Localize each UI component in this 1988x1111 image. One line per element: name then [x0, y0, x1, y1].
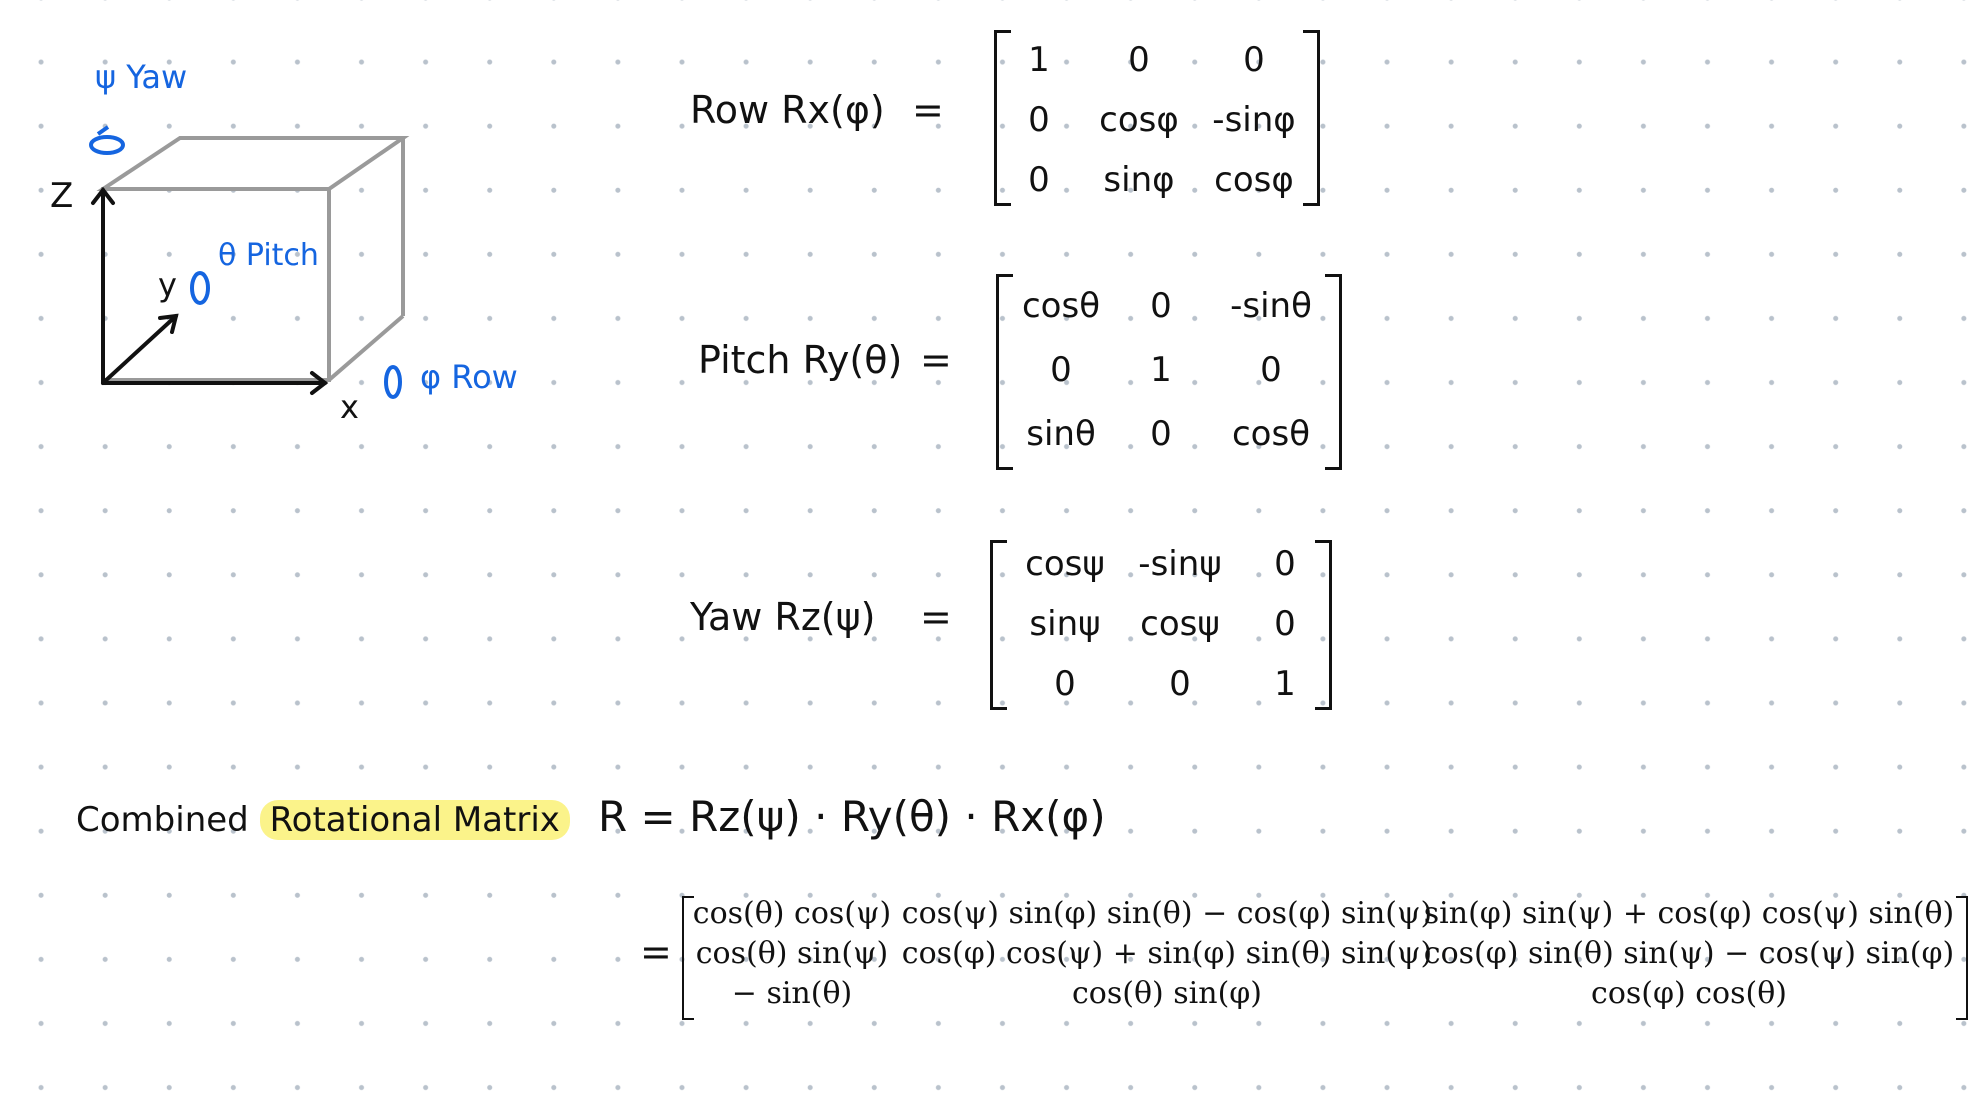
matrix-cell: cosθ [1231, 414, 1311, 454]
matrix-cell: 1 [1150, 350, 1172, 390]
x-axis-label: x [340, 388, 359, 426]
matrix-cell: sinθ [1026, 414, 1096, 454]
matrix-cell: cosψ [1140, 604, 1220, 644]
matrix-cell: cos(ψ) sin(φ) sin(θ) − cos(φ) sin(ψ) [901, 896, 1433, 931]
roll-matrix: 1 0 0 0 cosφ -sinφ 0 sinφ cosφ [994, 30, 1320, 206]
combined-formula: R = Rz(ψ) · Ry(θ) · Rx(φ) [598, 792, 1106, 841]
yaw-matrix-label: Yaw Rz(ψ) [690, 595, 876, 639]
matrix-cell: 0 [1260, 350, 1282, 390]
roll-axis-label: φ Row [420, 358, 518, 396]
matrix-cell: cos(φ) cos(ψ) + sin(φ) sin(θ) sin(ψ) [901, 936, 1433, 971]
right-bracket [1956, 896, 1968, 1020]
yaw-rotation-icon [89, 135, 125, 155]
combined-label-prefix: Combined [76, 800, 249, 840]
matrix-cell: 0 [1243, 40, 1265, 80]
y-axis-label: y [158, 266, 177, 304]
matrix-cell: cosφ [1099, 100, 1179, 140]
highlighted-label: Rotational Matrix [259, 800, 570, 840]
matrix-cell: cos(φ) sin(θ) sin(ψ) − cos(ψ) sin(φ) [1423, 936, 1955, 971]
matrix-cell: 0 [1150, 286, 1172, 326]
matrix-cell: sinψ [1029, 604, 1101, 644]
matrix-cell: cosψ [1025, 544, 1105, 584]
pitch-axis-label: θ Pitch [218, 238, 319, 273]
matrix-cell: 0 [1274, 544, 1296, 584]
matrix-cell: sin(φ) sin(ψ) + cos(φ) cos(ψ) sin(θ) [1423, 896, 1955, 931]
rotation-indicators [89, 125, 402, 399]
matrix-cell: cos(θ) sin(φ) [1072, 976, 1262, 1011]
left-bracket [990, 540, 1007, 710]
matrix-cell: 0 [1169, 664, 1191, 704]
matrix-cell: 0 [1128, 40, 1150, 80]
matrix-cell: cos(θ) cos(ψ) [692, 896, 892, 931]
matrix-cell: -sinφ [1212, 100, 1296, 140]
roll-equals-sign: = [912, 88, 944, 132]
matrix-cell: cos(φ) cos(θ) [1591, 976, 1787, 1011]
matrix-cell: 0 [1028, 160, 1050, 200]
matrix-cell: cosφ [1214, 160, 1294, 200]
yaw-matrix: cosψ -sinψ 0 sinψ cosψ 0 0 0 1 [990, 540, 1332, 710]
pitch-matrix: cosθ 0 -sinθ 0 1 0 sinθ 0 cosθ [996, 274, 1342, 470]
pitch-equals-sign: = [920, 338, 952, 382]
matrix-cell: 0 [1028, 100, 1050, 140]
yaw-axis-label: ψ Yaw [95, 58, 188, 96]
pitch-matrix-label: Pitch Ry(θ) [698, 338, 903, 382]
combined-matrix: cos(θ) cos(ψ) cos(ψ) sin(φ) sin(θ) − cos… [682, 896, 1968, 1020]
coordinate-diagram [89, 125, 410, 399]
z-axis-label: Z [50, 176, 74, 216]
axis-arrows [91, 186, 329, 395]
left-bracket [996, 274, 1013, 470]
combined-matrix-label: Combined Rotational Matrix [76, 800, 570, 840]
left-bracket [994, 30, 1011, 206]
matrix-cell: 0 [1054, 664, 1076, 704]
matrix-cell: 0 [1050, 350, 1072, 390]
matrix-cell: cosθ [1021, 286, 1101, 326]
matrix-cell: sinφ [1103, 160, 1175, 200]
matrix-cell: -sinθ [1230, 286, 1312, 326]
pitch-rotation-icon [190, 271, 210, 305]
matrix-cell: 1 [1028, 40, 1050, 80]
right-bracket [1325, 274, 1342, 470]
matrix-cell: 1 [1274, 664, 1296, 704]
matrix-cell: 0 [1150, 414, 1172, 454]
roll-matrix-label: Row Rx(φ) [690, 88, 885, 132]
matrix-cell: -sinψ [1138, 544, 1222, 584]
matrix-cell: − sin(θ) [731, 976, 853, 1011]
left-bracket [682, 896, 694, 1020]
combined-equals-sign: = [640, 930, 672, 974]
yaw-equals-sign: = [920, 595, 952, 639]
matrix-cell: cos(θ) sin(ψ) [695, 936, 889, 971]
right-bracket [1303, 30, 1320, 206]
roll-rotation-icon [384, 365, 402, 399]
right-bracket [1315, 540, 1332, 710]
y-axis [101, 314, 178, 385]
matrix-cell: 0 [1274, 604, 1296, 644]
